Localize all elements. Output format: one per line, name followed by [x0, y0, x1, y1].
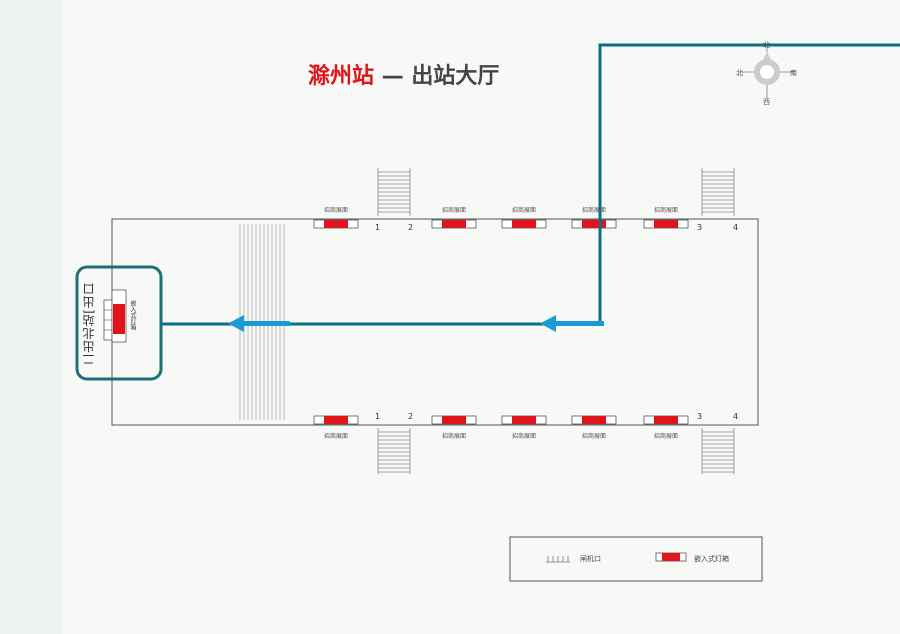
stairs-bottom-left — [377, 428, 411, 474]
ad-label-top-5: 招商展面 — [653, 207, 678, 214]
page-title: 滁州站 — 出站大厅 — [308, 58, 499, 90]
gate-number-bottom-3: 3 — [697, 412, 703, 421]
exit-lightbox — [103, 289, 127, 343]
route-arrow-left — [228, 315, 290, 332]
compass-west-label: 北 — [736, 69, 743, 77]
gate-number-top-3: 3 — [697, 223, 703, 232]
gate-number-bottom-4: 4 — [733, 412, 739, 421]
compass-north-label: 北 — [763, 41, 770, 49]
stairs-bottom-right — [701, 428, 735, 474]
title-dash: — — [381, 64, 404, 89]
compass-icon — [740, 44, 794, 98]
lightbox-bottom-4 — [571, 415, 617, 425]
ad-label-top-1: 招商展面 — [323, 207, 348, 214]
exit-lightbox-label: 嵌入式灯箱 — [129, 300, 136, 330]
legend-gate-icon — [546, 556, 570, 563]
gate-number-top-1: 1 — [375, 223, 381, 232]
lightbox-top-2 — [431, 219, 477, 229]
lightbox-top-3 — [501, 219, 547, 229]
legend-box — [509, 536, 763, 582]
ad-label-top-4: 招商展面 — [581, 207, 606, 214]
lightbox-top-5 — [643, 219, 689, 229]
gate-number-bottom-1: 1 — [375, 412, 381, 421]
gate-number-bottom-2: 2 — [408, 412, 414, 421]
station-name: 滁州站 — [308, 64, 375, 89]
lightbox-top-4 — [571, 219, 617, 229]
ad-label-bottom-4: 招商展面 — [581, 433, 606, 440]
compass-east-label: 南 — [790, 69, 797, 77]
ad-label-bottom-5: 招商展面 — [653, 433, 678, 440]
gate-number-top-2: 2 — [408, 223, 414, 232]
ad-label-bottom-3: 招商展面 — [511, 433, 536, 440]
stairs-top-left — [377, 168, 411, 216]
ad-label-top-2: 招商展面 — [441, 207, 466, 214]
legend-lightbox-label: 嵌入式灯箱 — [694, 555, 729, 563]
hall-name: 出站大厅 — [411, 64, 500, 89]
route-arrow-right — [540, 315, 604, 332]
exit-label: 二出北站[出口 — [82, 282, 96, 366]
legend-gate-label: 闸机口 — [580, 555, 601, 563]
map-paper — [62, 0, 900, 634]
exit-route-line — [161, 43, 900, 326]
lightbox-bottom-5 — [643, 415, 689, 425]
stairs-top-right — [701, 168, 735, 216]
ad-label-bottom-1: 招商展面 — [323, 433, 348, 440]
legend-lightbox-icon — [655, 552, 687, 562]
gate-number-top-4: 4 — [733, 223, 739, 232]
compass-south-label: 西 — [763, 98, 770, 106]
concourse-hall — [111, 218, 759, 426]
lightbox-bottom-2 — [431, 415, 477, 425]
ad-label-bottom-2: 招商展面 — [441, 433, 466, 440]
lightbox-bottom-3 — [501, 415, 547, 425]
lightbox-top-1 — [313, 219, 359, 229]
ad-label-top-3: 招商展面 — [511, 207, 536, 214]
lightbox-bottom-1 — [313, 415, 359, 425]
